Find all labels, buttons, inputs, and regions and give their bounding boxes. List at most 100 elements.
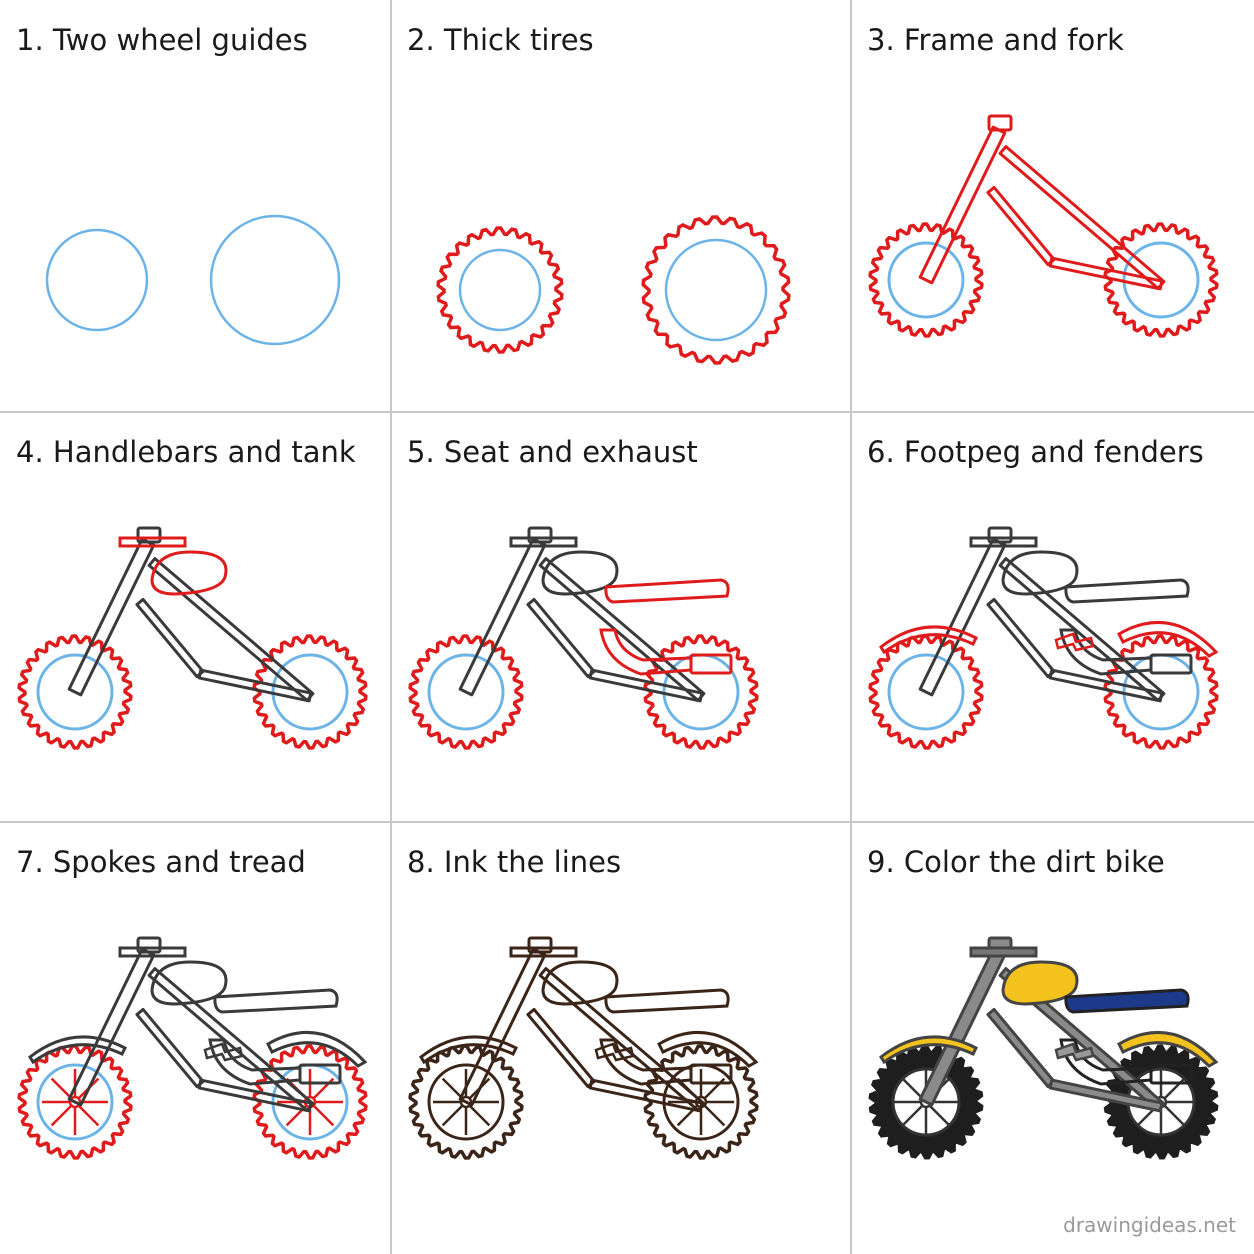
head-cap	[527, 936, 553, 954]
front-wheel	[868, 222, 984, 338]
frame-tube	[538, 967, 706, 1112]
step-panel-5: 5. Seat and exhaust	[407, 435, 759, 750]
front-tire	[436, 226, 564, 354]
seat	[1064, 988, 1190, 1014]
front-wheel-guide	[45, 228, 149, 332]
front-fender	[419, 1035, 519, 1065]
step-number: 9.	[867, 845, 904, 879]
footpeg	[594, 1042, 635, 1062]
dirt-bike	[408, 936, 759, 1160]
head-cap	[527, 526, 553, 544]
frame-tube	[998, 557, 1166, 702]
rear-wheel-guide	[209, 214, 341, 346]
step-label: Frame and fork	[904, 23, 1124, 57]
exhaust-tip	[1149, 1063, 1193, 1085]
front-fender	[879, 625, 979, 655]
tire-tread	[17, 1044, 133, 1160]
handlebars	[969, 536, 1038, 548]
frame-tube	[588, 1078, 704, 1113]
footpeg	[1054, 632, 1095, 652]
head-cap	[987, 114, 1013, 132]
step-caption: 7. Spokes and tread	[16, 845, 306, 879]
step-caption: 2. Thick tires	[407, 23, 594, 57]
step-label: Color the dirt bike	[904, 845, 1165, 879]
handlebars	[118, 946, 187, 958]
rim	[36, 653, 114, 731]
watermark: drawingideas.net	[1063, 1213, 1236, 1237]
step-caption: 3. Frame and fork	[867, 23, 1124, 57]
handlebars	[509, 536, 578, 548]
step-label: Footpeg and fenders	[904, 435, 1204, 469]
front-fender	[879, 1035, 979, 1065]
step-caption: 8. Ink the lines	[407, 845, 621, 879]
handlebars	[509, 946, 578, 958]
step-caption: 9. Color the dirt bike	[867, 845, 1165, 879]
frame-tube	[918, 125, 1007, 285]
rim	[427, 1063, 505, 1141]
step-number: 4.	[16, 435, 53, 469]
step-label: Spokes and tread	[53, 845, 306, 879]
frame-tube	[538, 557, 706, 702]
step-number: 6.	[867, 435, 904, 469]
rim	[887, 653, 965, 731]
rim	[36, 1063, 114, 1141]
head-cap	[987, 526, 1013, 544]
fuel-tank	[541, 960, 619, 1006]
handlebars	[118, 536, 187, 548]
front-wheel	[868, 634, 984, 750]
dirt-bike	[868, 114, 1219, 338]
exhaust-tip	[689, 653, 733, 675]
exhaust-tip	[298, 1063, 342, 1085]
frame-tube	[147, 557, 315, 702]
seat	[213, 988, 339, 1014]
step-label: Two wheel guides	[52, 23, 308, 57]
rear-fender	[1117, 620, 1219, 658]
frame-tube	[998, 145, 1166, 290]
footpeg	[203, 1042, 244, 1062]
step-number: 1.	[16, 23, 53, 57]
step-panel-1: 1. Two wheel guides	[16, 23, 341, 346]
footpeg	[1054, 1042, 1095, 1062]
step-panel-6: 6. Footpeg and fenders	[867, 435, 1219, 750]
front-wheel	[408, 634, 524, 750]
front-wheel	[17, 1044, 133, 1160]
step-panel-8: 8. Ink the lines	[407, 845, 759, 1160]
step-caption: 6. Footpeg and fenders	[867, 435, 1204, 469]
fuel-tank	[1001, 550, 1079, 596]
dirt-bike	[408, 526, 759, 750]
dirt-bike	[17, 526, 368, 750]
frame-tube	[1048, 1078, 1164, 1113]
tire-tread	[17, 634, 133, 750]
front-wheel-guide	[458, 248, 542, 332]
step-panel-2: 2. Thick tires	[407, 23, 791, 365]
frame-tube	[1048, 256, 1164, 291]
step-number: 2.	[407, 23, 444, 57]
head-cap	[136, 526, 162, 544]
step-number: 7.	[16, 845, 53, 879]
step-number: 8.	[407, 845, 444, 879]
fuel-tank	[150, 960, 228, 1006]
step-panel-7: 7. Spokes and tread	[16, 845, 368, 1160]
frame-tube	[197, 1078, 313, 1113]
seat	[604, 578, 730, 604]
seat	[1064, 578, 1190, 604]
frame-tube	[147, 967, 315, 1112]
step-number: 5.	[407, 435, 444, 469]
rear-fender	[266, 1030, 368, 1068]
handlebars	[969, 946, 1038, 958]
dirt-bike	[868, 526, 1219, 750]
step-label: Thick tires	[443, 23, 594, 57]
front-wheel	[17, 634, 133, 750]
rear-fender	[1117, 1030, 1219, 1068]
step-label: Ink the lines	[444, 845, 621, 879]
tire-tread	[408, 1044, 524, 1160]
step-panel-3: 3. Frame and fork	[867, 23, 1219, 338]
tire-tread	[868, 222, 984, 338]
frame-tube	[197, 668, 313, 703]
frame-tube	[1048, 668, 1164, 703]
frame-tube	[588, 668, 704, 703]
dirt-bike	[17, 936, 368, 1160]
dirt-bike	[868, 936, 1219, 1160]
